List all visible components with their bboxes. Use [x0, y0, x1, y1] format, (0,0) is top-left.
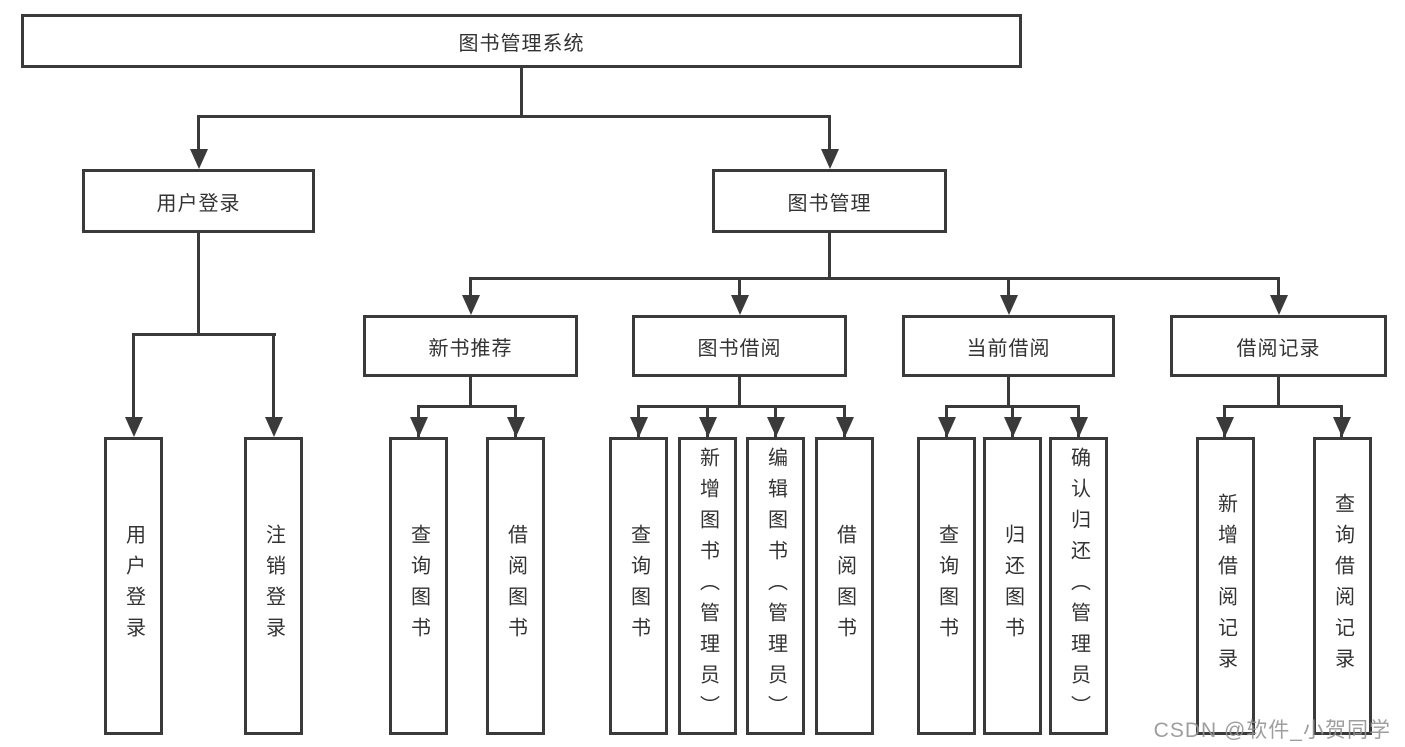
connector-new-book-branch	[417, 405, 517, 408]
node-br-add-record: 新增借阅记录	[1196, 437, 1255, 735]
connector-drop-current-borrow	[1007, 277, 1010, 311]
connector-drop-book-mgmt	[828, 115, 831, 165]
node-current-borrow: 当前借阅	[902, 315, 1115, 377]
arrow-down-icon	[1070, 417, 1088, 437]
arrow-down-icon	[1004, 417, 1022, 437]
node-nbr-borrow-books: 借阅图书	[486, 437, 545, 735]
node-br-query-record: 查询借阅记录	[1313, 437, 1372, 735]
connector-drop-borrow-records	[1277, 277, 1280, 311]
arrow-down-icon	[265, 417, 283, 437]
connector-root-stem	[520, 68, 523, 116]
connector-book-borrow-branch	[637, 405, 846, 408]
arrow-down-icon	[410, 417, 428, 437]
node-bb-query-books: 查询图书	[609, 437, 668, 735]
arrow-down-icon	[699, 417, 717, 437]
connector-drop-logout	[272, 333, 275, 433]
connector-book-mgmt-branch	[469, 277, 1280, 280]
node-cb-confirm-return-admin: 确认归还（管理员）	[1049, 437, 1108, 735]
node-bb-edit-books-admin: 编辑图书（管理员）	[746, 437, 805, 735]
arrow-down-icon	[1270, 295, 1288, 315]
node-user-login: 用户登录	[104, 437, 163, 735]
arrow-down-icon	[190, 149, 208, 169]
arrow-down-icon	[507, 417, 525, 437]
connector-root-branch	[197, 115, 831, 118]
connector-drop-login	[132, 333, 135, 433]
connector-drop-new-book	[469, 277, 472, 311]
arrow-down-icon	[767, 417, 785, 437]
node-new-book-recommend: 新书推荐	[363, 315, 578, 377]
node-book-borrow: 图书借阅	[632, 315, 847, 377]
connector-current-borrow-stem	[1007, 377, 1010, 407]
node-bb-borrow-books: 借阅图书	[815, 437, 874, 735]
node-book-management-module: 图书管理	[712, 169, 947, 233]
node-root: 图书管理系统	[21, 14, 1022, 68]
connector-drop-user-login	[197, 115, 200, 165]
arrow-down-icon	[731, 295, 749, 315]
connector-user-login-stem	[197, 233, 200, 335]
node-borrow-records: 借阅记录	[1170, 315, 1387, 377]
csdn-watermark: CSDN @软件_小贺同学	[1153, 719, 1391, 742]
connector-borrow-records-stem	[1277, 377, 1280, 407]
node-cb-query-books: 查询图书	[917, 437, 976, 735]
connector-user-login-branch	[132, 333, 276, 336]
node-cb-return-books: 归还图书	[983, 437, 1042, 735]
connector-borrow-records-branch	[1223, 405, 1343, 408]
node-bb-add-books-admin: 新增图书（管理员）	[678, 437, 737, 735]
arrow-down-icon	[462, 295, 480, 315]
arrow-down-icon	[1333, 417, 1351, 437]
node-logout: 注销登录	[244, 437, 303, 735]
node-user-login-module: 用户登录	[82, 169, 315, 233]
arrow-down-icon	[1216, 417, 1234, 437]
node-nbr-query-books: 查询图书	[389, 437, 448, 735]
connector-book-borrow-stem	[738, 377, 741, 407]
connector-book-mgmt-stem	[828, 233, 831, 279]
connector-new-book-stem	[469, 377, 472, 407]
arrow-down-icon	[125, 417, 143, 437]
connector-drop-book-borrow	[738, 277, 741, 311]
arrow-down-icon	[1000, 295, 1018, 315]
arrow-down-icon	[821, 149, 839, 169]
arrow-down-icon	[938, 417, 956, 437]
arrow-down-icon	[630, 417, 648, 437]
arrow-down-icon	[836, 417, 854, 437]
